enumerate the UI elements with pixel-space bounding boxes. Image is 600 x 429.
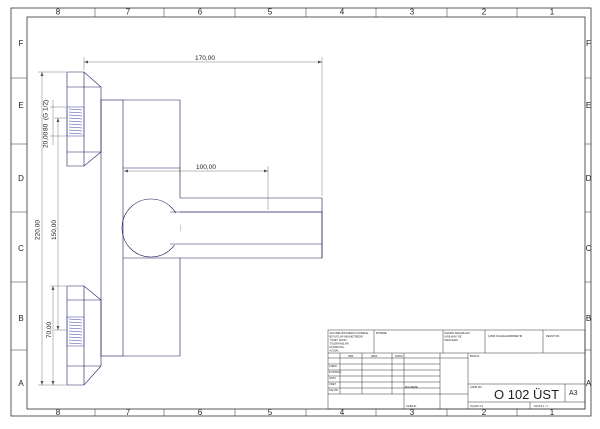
dim-100-label: 100,00 [196, 164, 216, 171]
main-body-left [100, 99, 124, 357]
zone-col-6-bottom: 6 [198, 408, 203, 417]
paper-size: A3 [569, 390, 578, 397]
zone-row-d: D [18, 174, 24, 183]
zone-col-7-bottom: 7 [126, 408, 131, 417]
svg-text:YÜZEY SONU:: YÜZEY SONU: [330, 338, 348, 342]
zone-col-8: 8 [56, 8, 61, 17]
dim-170-label: 170,00 [195, 55, 215, 62]
zone-col-5-bottom: 5 [268, 408, 273, 417]
sheet-label: SAYFA 1 / 1 [534, 404, 548, 408]
zone-col-1: 1 [550, 8, 555, 17]
spout-arm [180, 211, 323, 259]
material-label: MALZEME: [405, 385, 419, 389]
zone-row-c: C [18, 244, 24, 253]
dwg-no-label: ÇIZIM NO. [470, 385, 483, 389]
dimension-70: 70,00 [46, 285, 66, 385]
dim-thread-label: (G 1/2) [43, 100, 50, 120]
do-not-scale-label: ÇIZIM ÖLÇEKLENDIRMEYIN [488, 334, 522, 338]
zone-row-c-right: C [586, 244, 592, 253]
zone-row-f: F [19, 39, 24, 48]
svg-text:KIRILMAYI DE: KIRILMAYI DE [445, 335, 462, 339]
row-approve: ONAY [329, 376, 336, 380]
zone-row-b-right: B [586, 314, 591, 323]
zone-col-1-bottom: 1 [550, 408, 555, 417]
row-draw: ÇIZEN [329, 364, 337, 368]
dimension-170: 170,00 [83, 55, 323, 196]
title-block: AKSI BELIRTILMEDIGI SÜRECE: BOYUTLAR MIL… [327, 329, 586, 410]
svg-text:DELIKLERI: DELIKLERI [445, 338, 459, 342]
zone-col-4-bottom: 4 [340, 408, 345, 417]
col-sign: IMZA [371, 354, 377, 358]
zone-col-8-bottom: 8 [56, 408, 61, 417]
zone-row-e: E [18, 101, 23, 110]
svg-text:BOYUTLAR MILIMETREDIR: BOYUTLAR MILIMETREDIR [330, 335, 363, 339]
zone-labels-right: F E D C B A [586, 39, 592, 388]
zone-row-b: B [18, 314, 23, 323]
col-date: TARIH [395, 354, 403, 358]
zone-labels-top: 8 7 6 5 4 3 2 1 [56, 8, 555, 17]
dim-70-label: 70,00 [46, 321, 53, 338]
dim-thread-dia: 80 [43, 123, 50, 131]
zone-col-4: 4 [340, 8, 345, 17]
dim-220-label: 220,00 [35, 220, 42, 240]
dim-20-label: 20,00 [43, 131, 50, 148]
zone-row-d-right: D [586, 174, 592, 183]
row-check: KONTROL [329, 370, 342, 374]
thread-upper [66, 106, 85, 137]
zone-row-f-right: F [586, 39, 591, 48]
tolerance-text-1: AKSI BELIRTILMEDIGI SÜRECE: [330, 331, 370, 335]
weight-label: AGIRLIK: [406, 404, 417, 408]
title-label: BASLIK: [470, 354, 480, 358]
dimension-150: 150,00 [51, 117, 66, 331]
zone-col-2: 2 [482, 8, 487, 17]
svg-text:KESKIN KENARLARI: KESKIN KENARLARI [445, 331, 470, 335]
drawing-number: O 102 ÜST [494, 387, 559, 402]
zone-ticks [11, 8, 591, 416]
inner-frame [26, 16, 586, 410]
spout-arm-top [180, 197, 323, 258]
zone-col-3-bottom: 3 [410, 408, 415, 417]
dimension-220: 220,00 [35, 71, 66, 386]
zone-col-5: 5 [268, 8, 273, 17]
zone-col-2-bottom: 2 [482, 408, 487, 417]
dimension-20-thread: 20,00 80 (G 1/2) [43, 100, 66, 148]
revision-label: REVIZYON [546, 334, 559, 338]
zone-col-6: 6 [198, 8, 203, 17]
dimension-100: 100,00 [124, 164, 269, 210]
scale-label: ÖLÇEK:1:2 [470, 404, 484, 408]
col-name: ISIM [348, 354, 353, 358]
svg-text:TOLERANSLAR:: TOLERANSLAR: [330, 342, 350, 346]
zone-col-7: 7 [126, 8, 131, 17]
zone-row-a: A [18, 379, 24, 388]
zone-row-a-right: A [586, 379, 592, 388]
finish-label: BITIRME: [376, 331, 388, 335]
zone-row-e-right: E [586, 101, 591, 110]
zone-col-3: 3 [410, 8, 415, 17]
thread-lower [66, 316, 85, 347]
row-quality: KALITE [329, 388, 338, 392]
zone-labels-left: F E D C B A [18, 39, 24, 388]
svg-text:ACISAL:: ACISAL: [330, 349, 340, 353]
row-mfg: ÜRET [329, 382, 336, 386]
part-outline [66, 71, 323, 386]
zone-labels-bottom: 8 7 6 5 4 3 2 1 [56, 408, 555, 417]
svg-text:DOGRUSAL:: DOGRUSAL: [330, 345, 346, 349]
dim-150-label: 150,00 [51, 220, 58, 240]
